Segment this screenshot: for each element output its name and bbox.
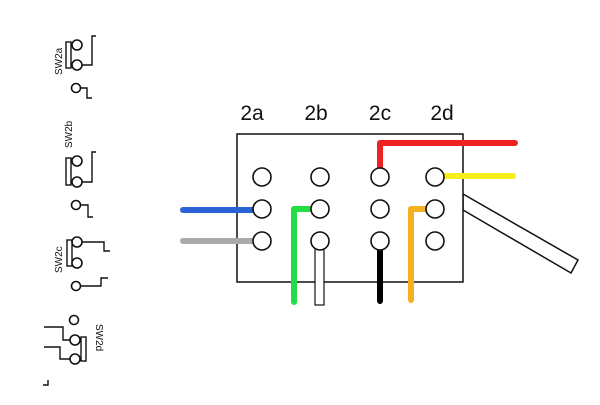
wire-green bbox=[291, 206, 315, 305]
label-2b: 2b bbox=[304, 102, 327, 125]
sw2d-label: SW2d bbox=[93, 324, 104, 351]
terminal bbox=[252, 231, 272, 251]
switch-schematic: SW2a SW2b SW2c SW2d bbox=[43, 35, 110, 386]
sw2a-symbol: SW2a bbox=[54, 35, 96, 99]
terminal bbox=[370, 167, 390, 187]
terminal bbox=[370, 199, 390, 219]
label-2a: 2a bbox=[240, 102, 264, 125]
terminal bbox=[425, 199, 445, 219]
sw2a-label: SW2a bbox=[54, 47, 65, 75]
sw2c-symbol: SW2c bbox=[54, 236, 110, 292]
terminal bbox=[370, 231, 390, 251]
switch-lever bbox=[462, 192, 580, 275]
sw2d-symbol: SW2d bbox=[43, 314, 104, 386]
terminal bbox=[310, 231, 330, 251]
wire-red bbox=[377, 140, 518, 173]
sw2b-label: SW2b bbox=[64, 120, 75, 148]
terminals bbox=[252, 167, 445, 251]
terminal bbox=[252, 167, 272, 187]
wire-white bbox=[314, 247, 325, 306]
wire-orange bbox=[408, 206, 430, 303]
terminal bbox=[252, 199, 272, 219]
label-2d: 2d bbox=[430, 102, 453, 125]
terminal bbox=[425, 167, 445, 187]
sw2c-label: SW2c bbox=[54, 246, 65, 273]
terminal bbox=[310, 199, 330, 219]
sw2b-symbol: SW2b bbox=[64, 120, 96, 218]
terminal bbox=[425, 231, 445, 251]
label-2c: 2c bbox=[369, 102, 391, 125]
terminal bbox=[310, 167, 330, 187]
